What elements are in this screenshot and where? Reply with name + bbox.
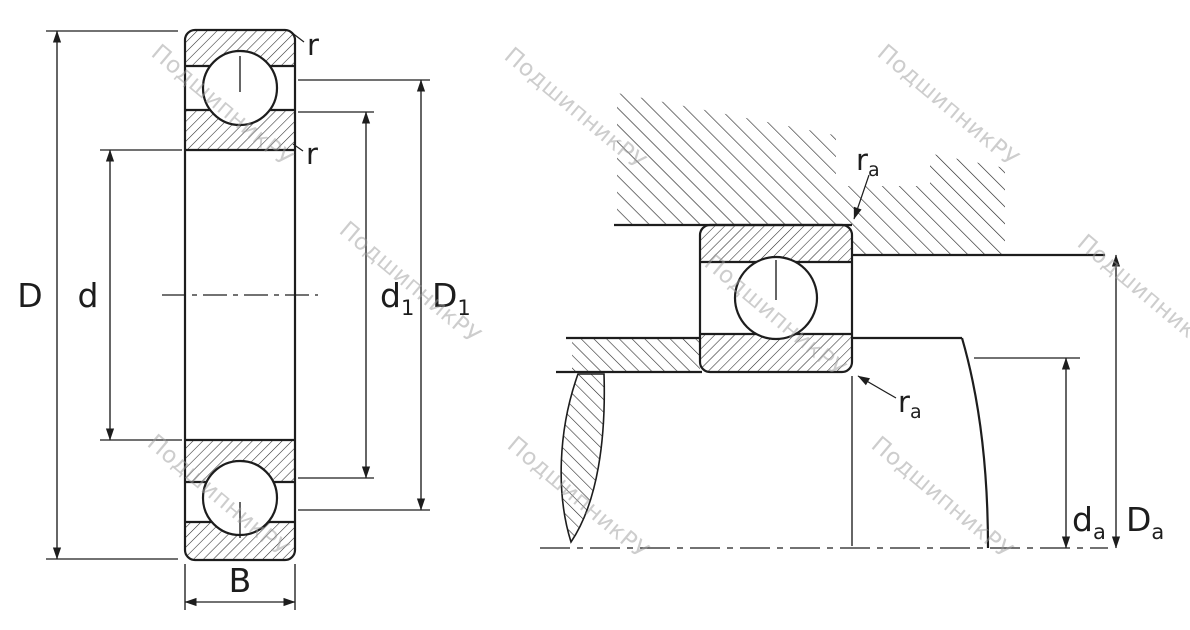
label-B: B (229, 561, 252, 600)
watermark-text: ПодшипникРУ (334, 217, 485, 350)
watermark-text: ПодшипникРУ (866, 432, 1017, 565)
leader-r-top (290, 31, 305, 43)
label-ra-top: ra (856, 143, 880, 181)
shaft-shoulder-curve (960, 337, 990, 549)
housing-section (617, 93, 1005, 255)
bearing-cross-section-view: D d d1 D1 B r r (17, 28, 471, 610)
label-ra-bottom: ra (898, 385, 922, 423)
inner-ring-section (700, 334, 852, 372)
leader-ra-top (853, 174, 870, 220)
watermark-text: ПодшипникРУ (1072, 230, 1190, 363)
outer-ring-top-section (185, 30, 295, 66)
label-Da: Da (1126, 500, 1164, 544)
shaft-break-section (560, 373, 606, 544)
leader-ra-bottom (857, 375, 897, 399)
label-d1: d1 (380, 276, 414, 320)
label-r-side: r (306, 137, 318, 171)
label-da: da (1072, 500, 1106, 544)
leader-r-side (292, 143, 304, 152)
outer-ring-bottom-section (185, 522, 295, 560)
label-background (836, 134, 930, 186)
label-d: d (78, 276, 99, 315)
mounting-view: ra ra da Da (540, 93, 1164, 549)
outer-ring-section (700, 225, 852, 262)
bearing-outline (698, 223, 854, 374)
label-r-top: r (307, 28, 319, 62)
label-D: D (17, 276, 42, 315)
label-D1: D1 (432, 276, 471, 320)
shaft-shoulder-section (572, 338, 700, 372)
